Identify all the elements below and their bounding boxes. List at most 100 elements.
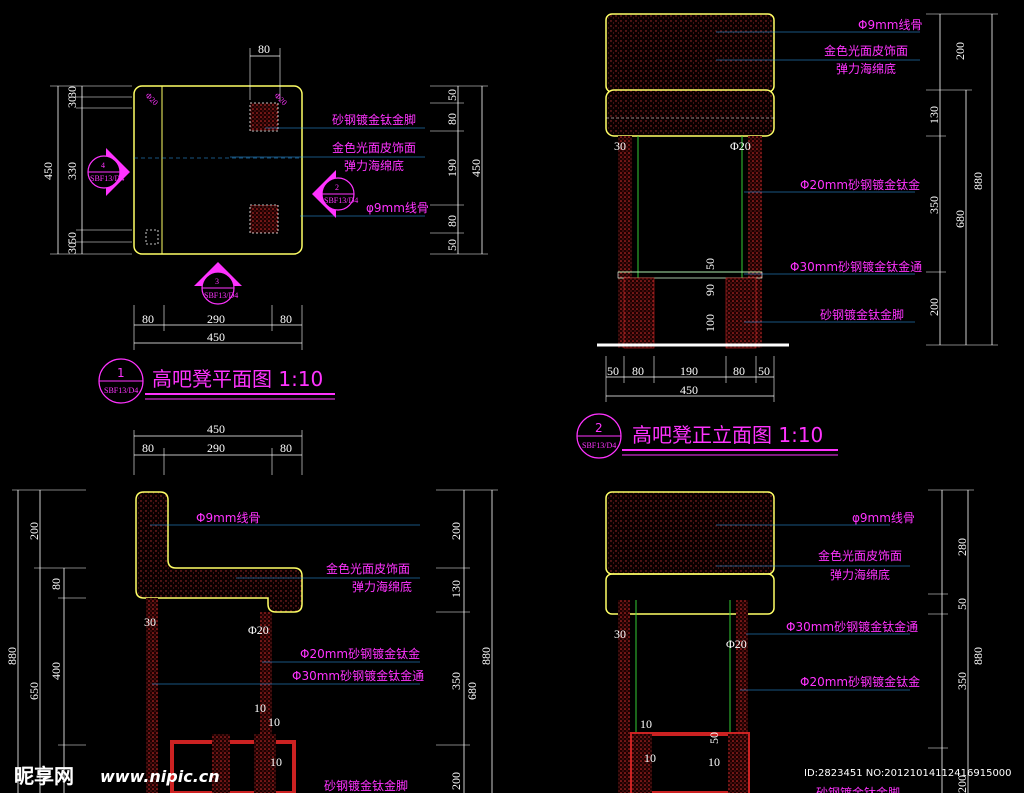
back-backrest: [605, 491, 775, 575]
front-leg-label-4: 100: [703, 314, 717, 332]
back-label-wire: φ9mm线骨: [852, 511, 915, 525]
side-dim-left-650: 650: [27, 682, 41, 700]
back-leg-label-1: Φ20: [726, 637, 747, 651]
front-leg-label-0: 30: [614, 139, 626, 153]
front-leg-label-3: 90: [703, 284, 717, 296]
side-dim-top-0: 80: [142, 441, 154, 455]
back-label-leather: 金色光面皮饰面: [818, 548, 902, 563]
plan-dim-left-5: 30: [65, 242, 79, 254]
side-dim-top-2: 80: [280, 441, 292, 455]
front-title: 高吧凳正立面图 1:10: [632, 423, 823, 447]
back-dim-right-880: 880: [971, 647, 985, 665]
plan-callout-left-num: 4: [101, 161, 105, 170]
plan-callout-right: 2 SBF13/D4: [312, 170, 358, 218]
side-seat-profile: [135, 491, 303, 613]
front-dim-right-0: 200: [953, 42, 967, 60]
back-label-tube30: Φ30mm砂钢镀金钛金通: [786, 619, 918, 634]
side-label-leather: 金色光面皮饰面: [326, 561, 410, 576]
plan-dim-bottom-1: 290: [207, 312, 225, 326]
front-foot-left: [623, 277, 655, 349]
back-seat-edge: [605, 573, 775, 615]
front-dim-bottom-3: 80: [733, 364, 745, 378]
plan-callout-bottom-num: 3: [215, 277, 219, 286]
front-title-block: 2 SBF13/D4 高吧凳正立面图 1:10: [576, 413, 838, 459]
side-label-wire: Φ9mm线骨: [196, 511, 260, 525]
front-view: Φ9mm线骨 金色光面皮饰面 弹力海绵底 Φ20mm砂钢镀金钛金 Φ30mm砂钢…: [576, 13, 998, 459]
back-label-foot: 砂钢镀金钛金脚: [816, 785, 900, 793]
back-leg-label-0: 30: [614, 627, 626, 641]
side-label-foot: 砂钢镀金钛金脚: [324, 778, 408, 793]
front-seat: [605, 89, 775, 137]
front-dim-bottom-0: 50: [607, 364, 619, 378]
plan-label-wire: φ9mm线骨: [366, 201, 429, 215]
watermark: 昵享网 www.nipic.cn ID:2823451 NO:201210141…: [14, 764, 1012, 788]
plan-dim-left-3: 450: [41, 162, 55, 180]
back-dim-right-0: 280: [955, 538, 969, 556]
side-leg-label-4: 10: [270, 755, 282, 769]
plan-dim-bottom-total: 450: [207, 330, 225, 344]
watermark-logo: 昵享网: [14, 764, 74, 788]
plan-dim-right-1: 80: [445, 113, 459, 125]
plan-label-sponge: 弹力海绵底: [344, 158, 404, 173]
plan-view: 80 30 30 330 450 50 30 50 80 190 450 80 …: [41, 42, 488, 404]
front-foot-right: [725, 277, 757, 349]
back-view: φ9mm线骨 金色光面皮饰面 弹力海绵底 Φ30mm砂钢镀金钛金通 Φ20mm砂…: [605, 489, 985, 793]
front-dim-right-1: 130: [927, 106, 941, 124]
side-dim-right-880: 880: [479, 647, 493, 665]
front-dim-right-880: 880: [971, 172, 985, 190]
plan-leg-topright: [249, 102, 279, 132]
front-label-foot: 砂钢镀金钛金脚: [820, 307, 904, 322]
plan-callout-bottom: 3 SBF13/D4: [194, 262, 242, 305]
plan-leg-bottomleft: [145, 229, 159, 245]
side-dim-left-880: 880: [5, 647, 19, 665]
side-dim-right-680: 680: [465, 682, 479, 700]
plan-dim-right-2: 190: [445, 159, 459, 177]
front-label-wire: Φ9mm线骨: [858, 18, 922, 32]
plan-symbol-num: 1: [117, 366, 125, 380]
front-dim-bottom-1: 80: [632, 364, 644, 378]
side-leg-left: [146, 598, 158, 793]
front-dim-bottom-2: 190: [680, 364, 698, 378]
front-dim-right-680: 680: [953, 210, 967, 228]
side-label-tube30: Φ30mm砂钢镀金钛金通: [292, 668, 424, 683]
front-leg-label-1: Φ20: [730, 139, 751, 153]
plan-dim-left-2: 330: [65, 162, 79, 180]
plan-dim-left-0: 30: [65, 86, 79, 98]
side-dim-right-1: 130: [449, 580, 463, 598]
front-symbol-num: 2: [595, 421, 603, 435]
side-view: 450 80 290 80 880 200 650 80 400 200 130…: [5, 422, 498, 793]
side-dim-right-2: 350: [449, 672, 463, 690]
side-dim-left-80: 80: [49, 578, 63, 590]
front-symbol-ref: SBF13/D4: [582, 441, 616, 450]
back-leg-left: [618, 600, 630, 793]
plan-dim-left-1: 30: [65, 96, 79, 108]
side-dim-left-200: 200: [27, 522, 41, 540]
plan-label-leather: 金色光面皮饰面: [332, 140, 416, 155]
back-dim-right-3: 200: [955, 775, 969, 793]
front-label-tube30: Φ30mm砂钢镀金钛金通: [790, 259, 922, 274]
back-leg-label-5: 10: [708, 755, 720, 769]
plan-title-block: 1 SBF13/D4 高吧凳平面图 1:10: [98, 358, 335, 404]
plan-corner-label-left: Φ20: [144, 91, 160, 107]
side-leg-label-3: 10: [268, 715, 280, 729]
back-leg-label-2: 10: [640, 717, 652, 731]
back-label-tube20: Φ20mm砂钢镀金钛金: [800, 674, 920, 689]
front-label-sponge: 弹力海绵底: [836, 61, 896, 76]
plan-title: 高吧凳平面图 1:10: [152, 367, 323, 391]
front-dim-bottom-total: 450: [680, 383, 698, 397]
plan-seat-outline: [133, 85, 303, 255]
side-dim-top-1: 290: [207, 441, 225, 455]
plan-leg-bottomright: [249, 204, 279, 234]
side-dim-left-400: 400: [49, 662, 63, 680]
front-leg-label-2: 50: [703, 258, 717, 270]
front-footrest: [617, 271, 763, 279]
watermark-id: ID:2823451 NO:20121014112416915000: [804, 768, 1012, 779]
plan-callout-right-num: 2: [335, 183, 339, 192]
side-leg-label-0: 30: [144, 615, 156, 629]
side-label-tube20: Φ20mm砂钢镀金钛金: [300, 646, 420, 661]
back-leg-label-3: 50: [707, 732, 721, 744]
side-dim-right-3: 200: [449, 772, 463, 790]
front-backrest: [605, 13, 775, 93]
plan-label-leg: 砂钢镀金钛金脚: [332, 112, 416, 127]
plan-symbol-ref: SBF13/D4: [104, 386, 138, 395]
